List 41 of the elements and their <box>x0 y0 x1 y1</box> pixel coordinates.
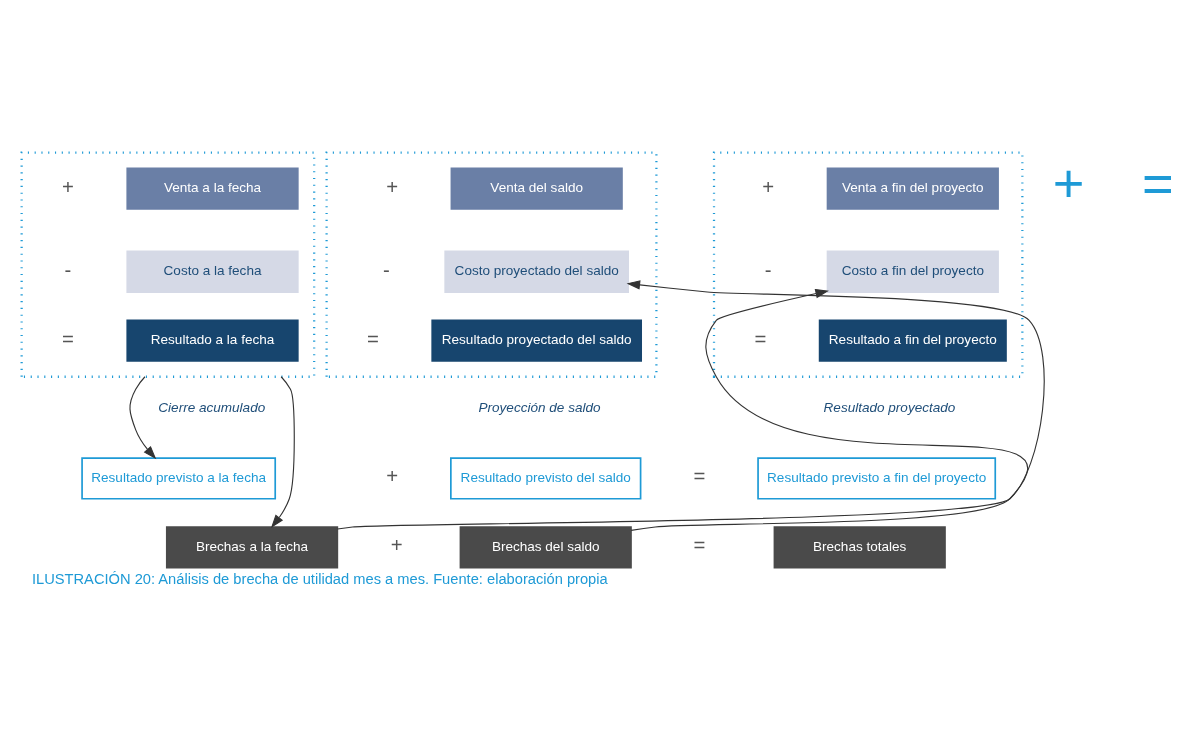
arrow <box>336 279 1045 530</box>
node-box: Costo a fin del proyecto <box>826 250 999 293</box>
label: + <box>386 464 399 487</box>
node-box: Costo a la fecha <box>126 250 299 293</box>
node-box: Venta del saldo <box>450 167 623 210</box>
caption: ILUSTRACIÓN 20: Análisis de brecha de utilidad mes a mes. Fuente: elaboración propia <box>31 570 608 587</box>
node-box: Venta a fin del proyecto <box>826 167 999 210</box>
node-box: Resultado proyectado del saldo <box>431 318 642 362</box>
label: - <box>383 258 390 281</box>
node-box: Brechas totales <box>773 525 946 568</box>
label: - <box>64 258 72 281</box>
arrow <box>270 375 295 528</box>
cluster <box>325 150 658 378</box>
node-box: Resultado previsto del saldo <box>450 456 642 500</box>
node-box: Brechas del saldo <box>459 525 632 568</box>
label: = <box>366 327 379 350</box>
node-box: Costo proyectado del saldo <box>444 250 629 293</box>
label: = <box>754 327 767 350</box>
label: Resultado proyectado <box>823 399 956 415</box>
label: Cierre acumulado <box>158 399 266 415</box>
node-box: Resultado a fin del proyecto <box>818 318 1007 362</box>
cluster <box>712 150 1024 378</box>
node-box: Brechas a la fecha <box>165 525 339 568</box>
label: = <box>693 533 706 556</box>
label: Proyección de saldo <box>478 399 601 415</box>
label: + <box>1052 152 1085 213</box>
node-box: Resultado previsto a fin del proyecto <box>757 456 997 500</box>
arrow <box>630 288 1027 531</box>
node-box: Venta a la fecha <box>126 167 299 210</box>
label: = <box>1142 152 1174 213</box>
label: - <box>764 258 772 281</box>
label: + <box>62 175 74 198</box>
label: + <box>386 175 399 198</box>
label: = <box>62 327 74 350</box>
label: + <box>390 533 403 556</box>
arrow <box>129 375 157 459</box>
label: = <box>693 464 706 487</box>
node-box: Resultado a la fecha <box>126 318 299 362</box>
node-box: Resultado previsto a la fecha <box>81 456 277 500</box>
cluster <box>20 150 316 378</box>
label: + <box>762 175 775 198</box>
